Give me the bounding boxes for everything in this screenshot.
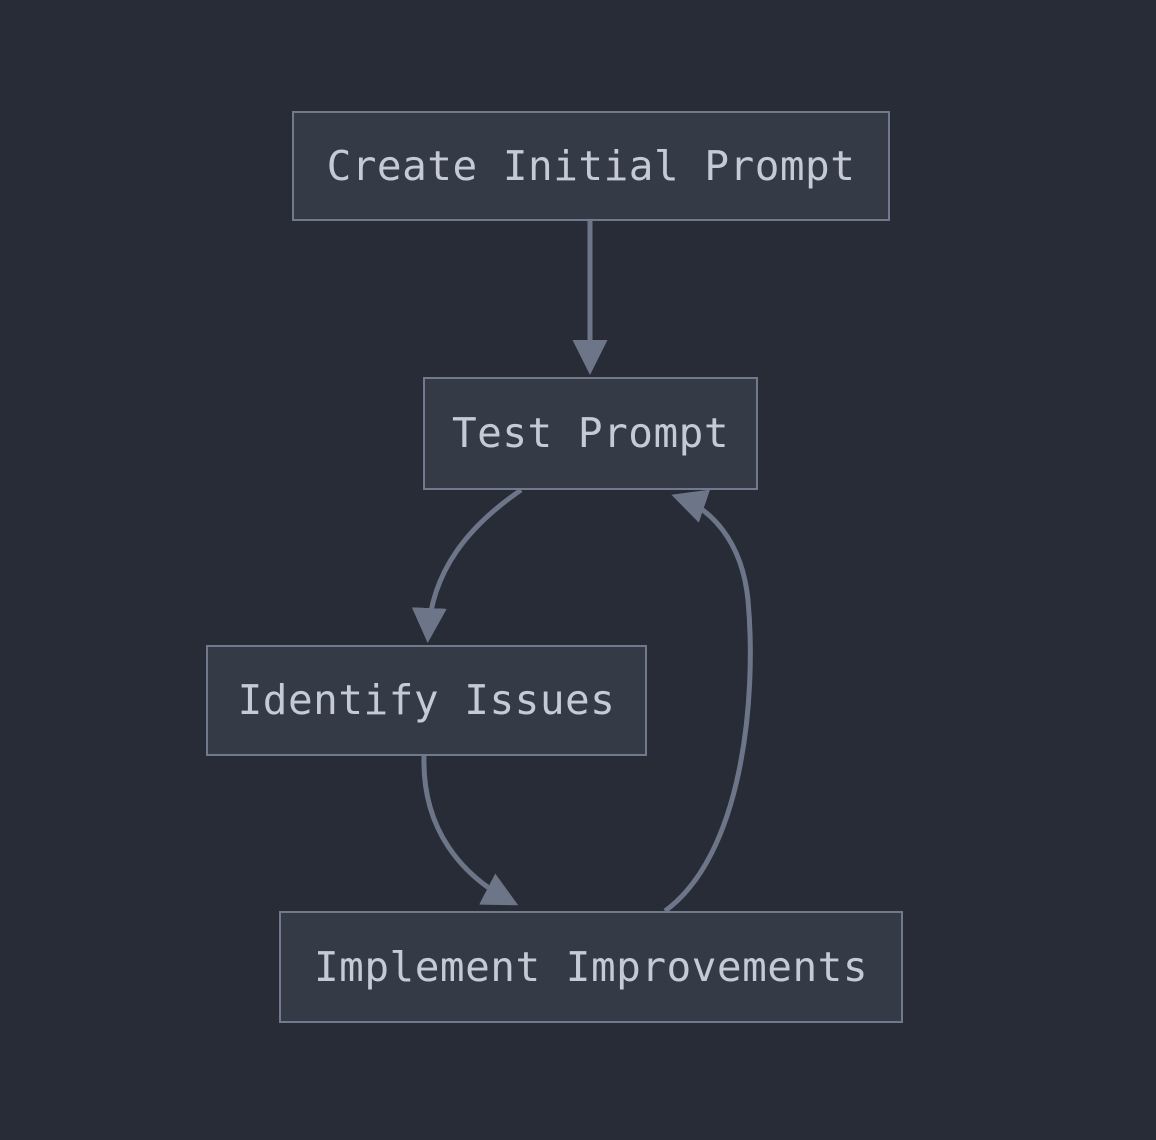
- node-create-initial-prompt[interactable]: Create Initial Prompt: [292, 111, 890, 221]
- node-label: Create Initial Prompt: [326, 141, 856, 190]
- edge-identify-to-implement: [421, 755, 519, 906]
- node-identify-issues[interactable]: Identify Issues: [206, 645, 647, 756]
- node-test-prompt[interactable]: Test Prompt: [423, 377, 758, 490]
- edge-implement-to-test: [663, 489, 753, 914]
- node-label: Test Prompt: [451, 409, 730, 457]
- edge-test-to-identify: [411, 487, 523, 643]
- node-implement-improvements[interactable]: Implement Improvements: [279, 911, 903, 1023]
- node-label: Identify Issues: [237, 676, 616, 724]
- node-label: Implement Improvements: [313, 942, 869, 991]
